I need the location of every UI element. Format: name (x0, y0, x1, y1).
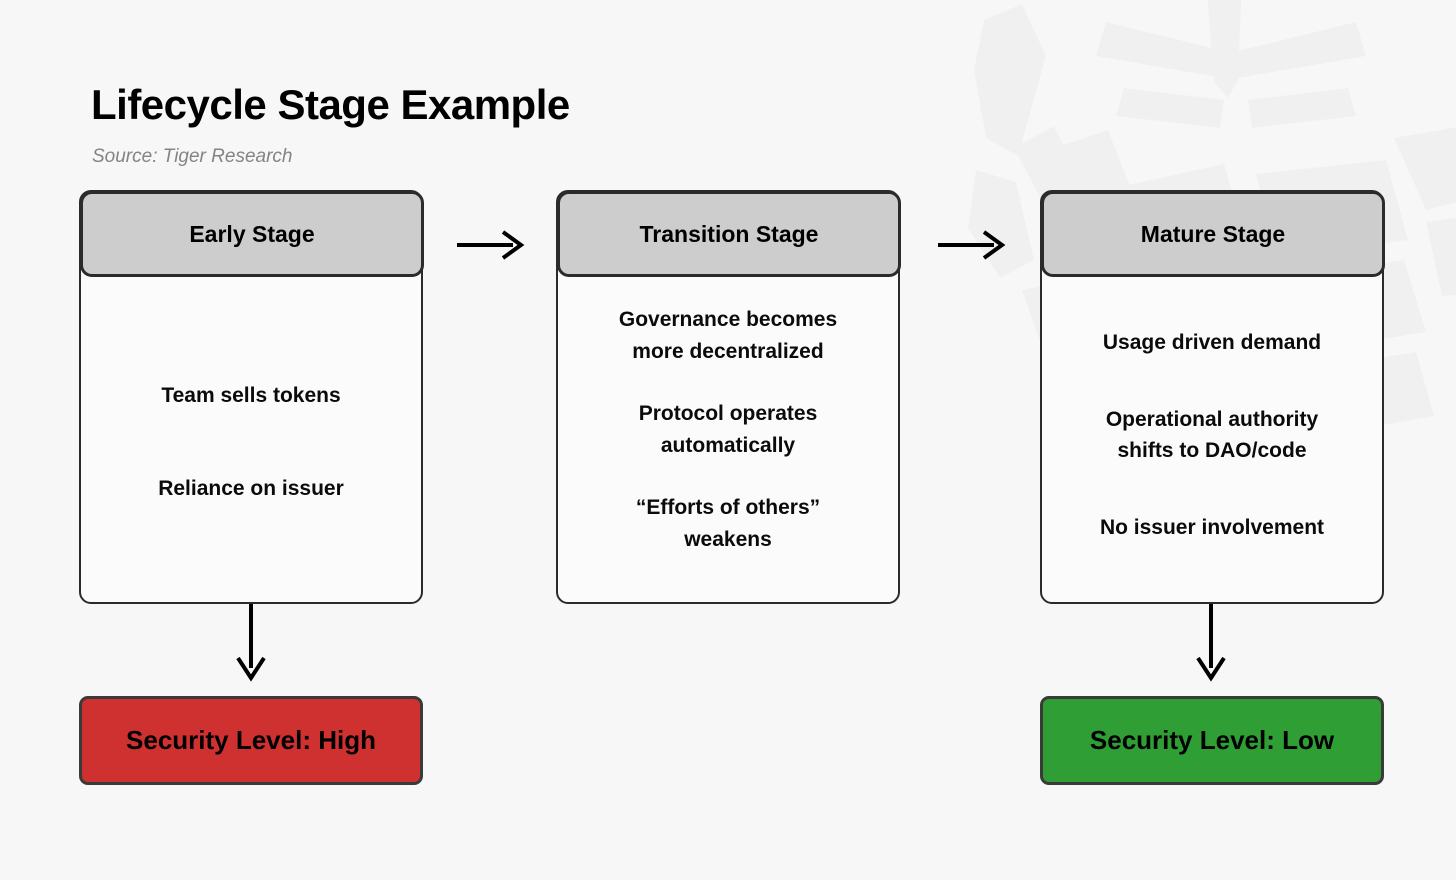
stage-item: “Efforts of others” weakens (635, 496, 821, 551)
stage-card-mature: Mature Stage Usage driven demand Operati… (1040, 190, 1385, 604)
stage-item: Team sells tokens (161, 383, 341, 407)
arrow-down-icon (236, 604, 266, 682)
stage-item: Protocol operates automatically (638, 402, 818, 457)
arrow-right-icon (457, 230, 525, 260)
stage-item: Reliance on issuer (158, 477, 344, 500)
stage-item: Operational authority shifts to DAO/code (1105, 407, 1319, 463)
stage-card-transition: Transition Stage Governance becomes more… (556, 190, 901, 604)
arrow-down-icon (1196, 604, 1226, 682)
stage-body-transition: Governance becomes more decentralized Pr… (558, 278, 898, 602)
status-badge-security-low: Security Level: Low (1040, 696, 1384, 785)
source-attribution: Source: Tiger Research (92, 146, 293, 167)
status-badge-security-high: Security Level: High (79, 696, 423, 785)
page-title: Lifecycle Stage Example (91, 81, 570, 128)
stage-item: No issuer involvement (1099, 515, 1325, 539)
arrow-right-icon (938, 230, 1006, 260)
stage-body-mature: Usage driven demand Operational authorit… (1042, 278, 1382, 602)
stage-title-early: Early Stage (80, 191, 424, 277)
stage-card-early: Early Stage Team sells tokens Reliance o… (79, 190, 424, 604)
stage-title-mature: Mature Stage (1041, 191, 1385, 277)
stage-item: Governance becomes more decentralized (618, 308, 838, 363)
stage-title-transition: Transition Stage (557, 191, 901, 277)
stage-body-early: Team sells tokens Reliance on issuer (81, 278, 421, 602)
stage-item: Usage driven demand (1102, 331, 1322, 354)
